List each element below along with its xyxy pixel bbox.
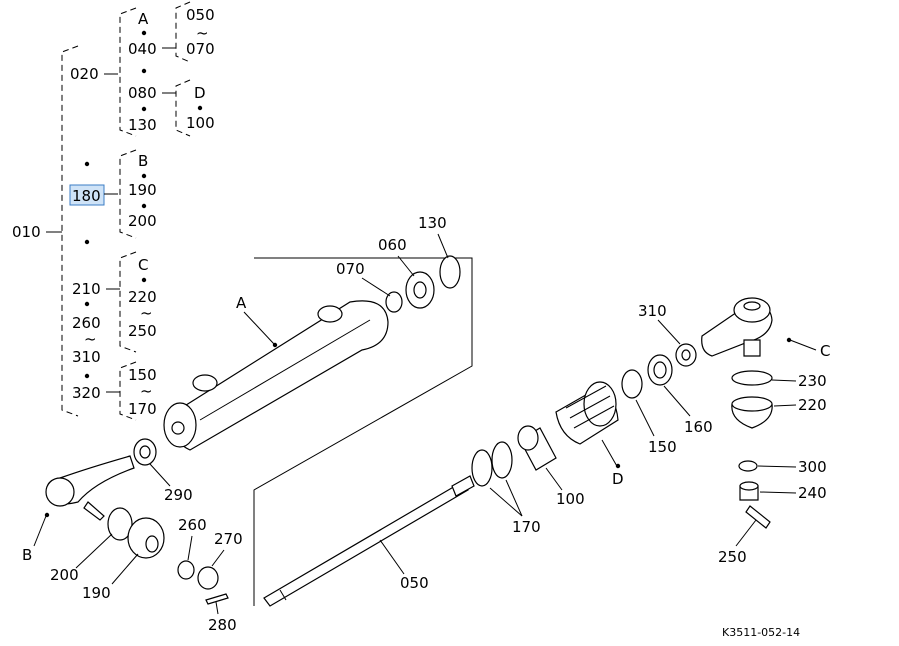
- tree-180-highlight: [69, 184, 105, 206]
- callout-060[interactable]: 060: [378, 236, 407, 254]
- callout-B[interactable]: B: [22, 546, 32, 564]
- washer-260[interactable]: [177, 560, 195, 580]
- tree-210[interactable]: 210: [72, 280, 101, 298]
- callout-300[interactable]: 300: [798, 458, 827, 476]
- tree-C[interactable]: C: [138, 256, 148, 274]
- callout-200[interactable]: 200: [50, 566, 79, 584]
- callout-190[interactable]: 190: [82, 584, 111, 602]
- nut-240[interactable]: [739, 481, 759, 501]
- tree-200[interactable]: 200: [128, 212, 157, 230]
- seal-150[interactable]: [621, 369, 643, 399]
- tree-310[interactable]: 310: [72, 348, 101, 366]
- tree-tilde-1: ~: [196, 24, 209, 42]
- piston-rod-050[interactable]: [263, 475, 475, 607]
- tree-130[interactable]: 130: [128, 116, 157, 134]
- bracket-040: [175, 1, 191, 63]
- tree-320[interactable]: 320: [72, 384, 101, 402]
- tree-020[interactable]: 020: [70, 65, 99, 83]
- nut-290[interactable]: [133, 438, 157, 466]
- callout-C[interactable]: C: [820, 342, 830, 360]
- callout-D[interactable]: D: [612, 470, 624, 488]
- tree-010[interactable]: 010: [12, 223, 41, 241]
- cylinder-A[interactable]: [163, 300, 389, 451]
- oring-170[interactable]: [471, 441, 513, 487]
- tree-260[interactable]: 260: [72, 314, 101, 332]
- tree-150[interactable]: 150: [128, 366, 157, 384]
- bracket-C: [119, 251, 137, 353]
- bracket-010: [61, 45, 79, 417]
- pin-280[interactable]: [205, 593, 229, 605]
- ring-200[interactable]: [107, 507, 133, 541]
- tree-250[interactable]: 250: [128, 322, 157, 340]
- tree-B[interactable]: B: [138, 152, 148, 170]
- bracket-180: [119, 149, 137, 239]
- tie-rod-end-C[interactable]: [701, 297, 773, 357]
- washer-300[interactable]: [738, 460, 758, 472]
- tree-D[interactable]: D: [194, 84, 206, 102]
- tree-190[interactable]: 190: [128, 181, 157, 199]
- tree-080[interactable]: 080: [128, 84, 157, 102]
- gland-D[interactable]: [555, 381, 619, 445]
- callout-170[interactable]: 170: [512, 518, 541, 536]
- callout-270[interactable]: 270: [214, 530, 243, 548]
- callout-280[interactable]: 280: [208, 616, 237, 634]
- boot-190[interactable]: [127, 517, 165, 559]
- bushing-100[interactable]: [517, 425, 557, 471]
- tree-170[interactable]: 170: [128, 400, 157, 418]
- callout-310[interactable]: 310: [638, 302, 667, 320]
- tree-220[interactable]: 220: [128, 288, 157, 306]
- tree-050[interactable]: 050: [186, 6, 215, 24]
- nut-070[interactable]: [385, 291, 403, 313]
- callout-130[interactable]: 130: [418, 214, 447, 232]
- nut-270[interactable]: [197, 566, 219, 590]
- callout-230[interactable]: 230: [798, 372, 827, 390]
- bushing-060[interactable]: [405, 271, 435, 309]
- callout-240[interactable]: 240: [798, 484, 827, 502]
- drawing-code: K3511-052-14: [722, 626, 800, 639]
- tree-A[interactable]: A: [138, 10, 149, 28]
- boot-220[interactable]: [731, 396, 773, 429]
- tree-040[interactable]: 040: [128, 40, 157, 58]
- wiper-160[interactable]: [647, 354, 673, 386]
- callout-100[interactable]: 100: [556, 490, 585, 508]
- nut-310[interactable]: [675, 343, 697, 367]
- callout-150[interactable]: 150: [648, 438, 677, 456]
- tree-tilde-3: ~: [84, 330, 97, 348]
- bracket-320: [119, 361, 137, 421]
- bracket-020: [119, 7, 137, 137]
- tree-180[interactable]: 180: [72, 187, 101, 205]
- callout-050[interactable]: 050: [400, 574, 429, 592]
- tree-tilde-4: ~: [140, 382, 153, 400]
- oring-130[interactable]: [439, 255, 461, 289]
- tree-100[interactable]: 100: [186, 114, 215, 132]
- tree-070[interactable]: 070: [186, 40, 215, 58]
- callout-290[interactable]: 290: [164, 486, 193, 504]
- callout-250[interactable]: 250: [718, 548, 747, 566]
- pin-250[interactable]: [745, 505, 771, 529]
- ring-230[interactable]: [731, 370, 773, 386]
- callout-220[interactable]: 220: [798, 396, 827, 414]
- callout-260[interactable]: 260: [178, 516, 207, 534]
- tie-rod-end-B[interactable]: [45, 455, 135, 521]
- callout-070[interactable]: 070: [336, 260, 365, 278]
- tree-tilde-2: ~: [140, 304, 153, 322]
- callout-160[interactable]: 160: [684, 418, 713, 436]
- parts-tree: 010 020 A 040 050 ~ 070 080 D 100 130 18…: [12, 1, 215, 421]
- callout-A[interactable]: A: [236, 294, 247, 312]
